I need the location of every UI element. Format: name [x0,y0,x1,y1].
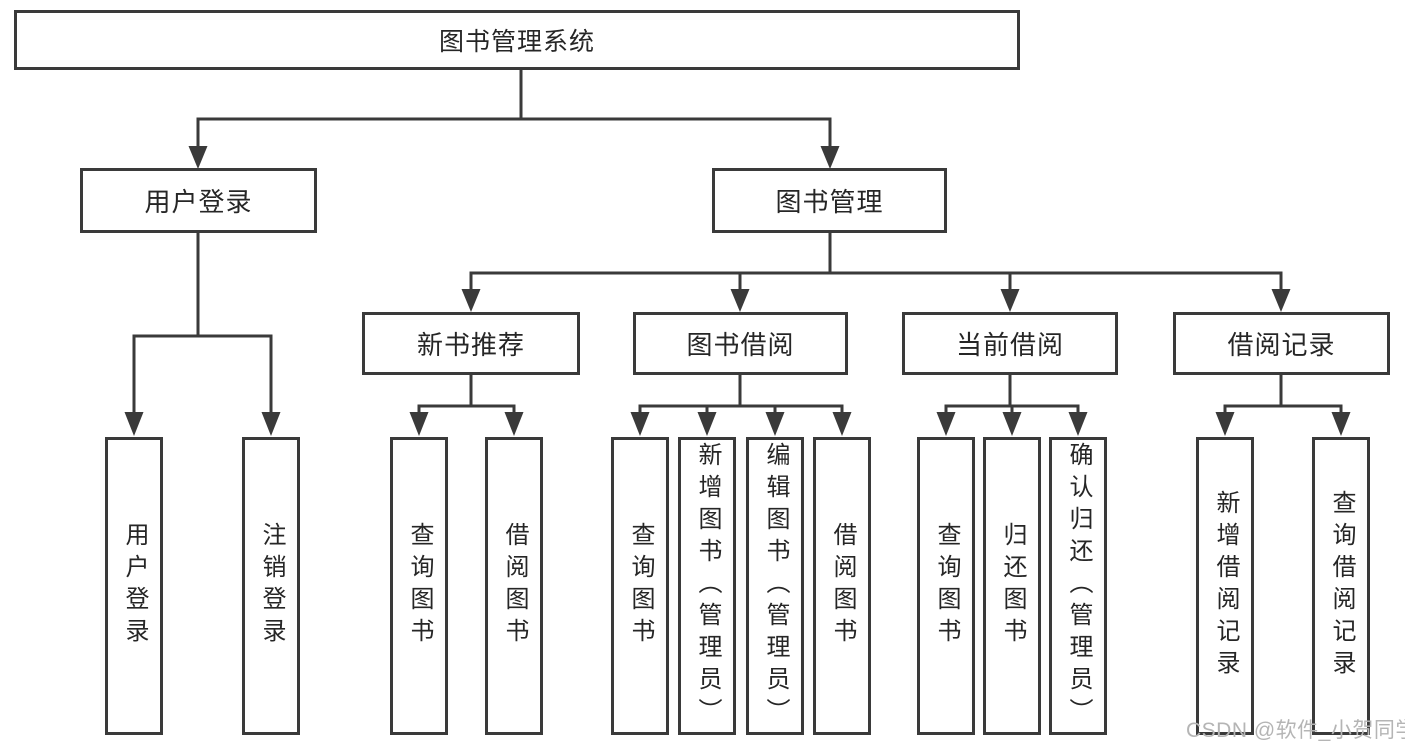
leaf-borrow-books: 借阅图书 [813,437,871,735]
leaf-query-borrow-record: 查询借阅记录 [1312,437,1370,735]
leaf-confirm-return-admin: 确认归还（管理员） [1049,437,1107,735]
node-new-book-recommendation: 新书推荐 [362,312,580,375]
node-book-management: 图书管理 [712,168,947,233]
csdn-watermark: CSDN @软件_小贺同学 [1186,719,1405,742]
leaf-add-books-admin: 新增图书（管理员） [678,437,736,735]
leaf-add-borrow-record: 新增借阅记录 [1196,437,1254,735]
node-library-management-system: 图书管理系统 [14,10,1020,70]
leaf-query-books-recommend: 查询图书 [390,437,448,735]
leaf-return-books: 归还图书 [983,437,1041,735]
node-user-login: 用户登录 [80,168,317,233]
node-book-borrowing: 图书借阅 [633,312,848,375]
leaf-query-books-current: 查询图书 [917,437,975,735]
leaf-logout: 注销登录 [242,437,300,735]
node-borrowing-records: 借阅记录 [1173,312,1390,375]
leaf-edit-books-admin: 编辑图书（管理员） [746,437,804,735]
node-current-borrowing: 当前借阅 [902,312,1118,375]
leaf-borrow-books-recommend: 借阅图书 [485,437,543,735]
leaf-user-login: 用户登录 [105,437,163,735]
leaf-query-books-borrow: 查询图书 [611,437,669,735]
